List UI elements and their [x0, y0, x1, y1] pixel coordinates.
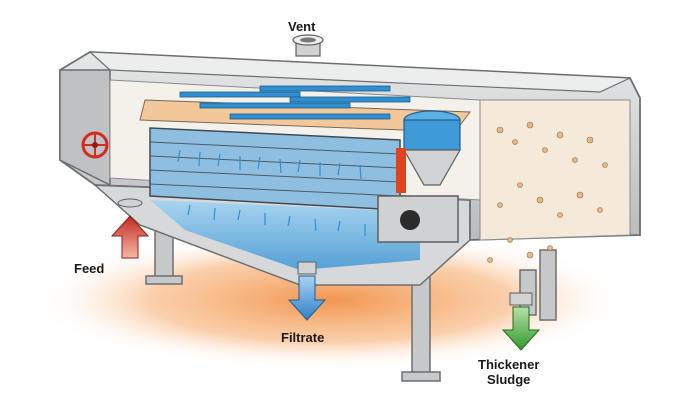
sludge-fall: [487, 121, 608, 263]
feed-arrow-icon: [110, 215, 150, 259]
thickener-sludge-label-line2: Sludge: [487, 372, 531, 387]
water-spray: [177, 149, 366, 236]
spray-deck: [139, 85, 471, 133]
thickener-sludge-label: Thickener Sludge: [478, 357, 539, 387]
vent-pipe-icon: [292, 34, 324, 57]
rotary-drum-screen: [149, 127, 459, 243]
feed-label: Feed: [74, 261, 105, 276]
thickener-sludge-label-line1: Thickener: [478, 357, 540, 372]
feed-nozzle: [117, 198, 143, 208]
collection-tank: [396, 110, 462, 193]
handwheel-icon: [81, 131, 109, 159]
vent-label: Vent: [288, 19, 316, 34]
sludge-arrow-icon: [501, 292, 541, 351]
floor-glow: [30, 230, 630, 370]
filtrate-label: Filtrate: [281, 330, 325, 345]
filtrate-arrow-icon: [287, 261, 327, 321]
